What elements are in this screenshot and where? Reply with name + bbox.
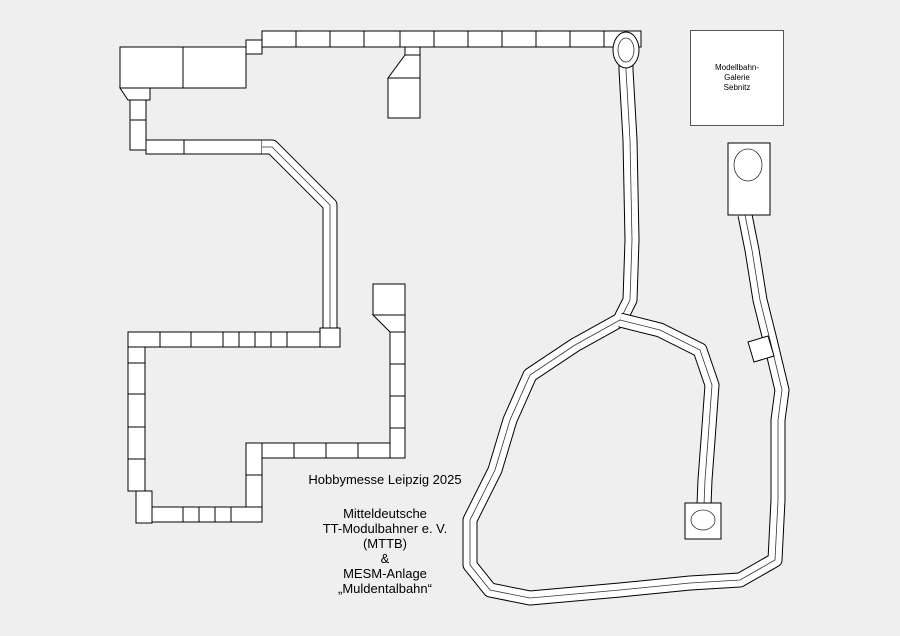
module xyxy=(245,442,263,476)
module xyxy=(389,363,406,397)
module xyxy=(747,335,775,363)
module xyxy=(151,506,184,523)
module xyxy=(182,506,200,523)
module xyxy=(222,331,240,348)
rail-line xyxy=(469,47,783,599)
module xyxy=(254,331,272,348)
module-transition xyxy=(371,314,406,333)
module xyxy=(245,474,263,508)
module xyxy=(389,331,406,365)
club-line: TT-Modulbahner e. V. xyxy=(322,521,448,536)
turning-loop xyxy=(612,31,640,69)
club-names: Mitteldeutsche TT-Modulbahner e. V. (MTT… xyxy=(290,506,480,596)
module xyxy=(129,99,147,121)
module xyxy=(190,331,224,348)
module xyxy=(389,427,406,459)
module xyxy=(261,442,295,459)
module xyxy=(127,393,146,428)
module xyxy=(119,46,184,89)
module xyxy=(245,39,263,55)
module xyxy=(684,502,722,540)
module xyxy=(127,458,146,492)
module xyxy=(129,119,147,151)
module xyxy=(387,77,421,119)
track-module xyxy=(262,140,337,330)
module xyxy=(727,142,771,216)
turning-loop-track xyxy=(690,509,716,531)
module xyxy=(238,331,256,348)
gallery-line: Galerie xyxy=(724,73,750,82)
module xyxy=(357,442,391,459)
module xyxy=(325,442,359,459)
module xyxy=(372,283,406,316)
module xyxy=(363,30,401,48)
club-line: MESM-Anlage xyxy=(343,566,427,581)
module xyxy=(329,30,365,48)
rail-line xyxy=(262,146,331,330)
module xyxy=(159,331,192,348)
module xyxy=(569,30,605,48)
module xyxy=(399,30,435,48)
module xyxy=(230,506,263,523)
gallery-line: Modellbahn- xyxy=(714,63,760,72)
module xyxy=(270,331,288,348)
module xyxy=(261,30,297,48)
module xyxy=(135,490,153,524)
club-line: „Muldentalbahn“ xyxy=(338,581,432,596)
module xyxy=(145,139,185,155)
gallery-line: Sebnitz xyxy=(723,83,751,92)
module xyxy=(127,331,161,348)
module xyxy=(295,30,331,48)
club-line: & xyxy=(380,551,390,566)
module xyxy=(127,362,146,395)
club-line: (MTTB) xyxy=(362,536,408,551)
turning-loop-track xyxy=(733,148,763,182)
module-transition xyxy=(119,87,151,101)
module xyxy=(183,139,263,155)
module-transition xyxy=(387,54,421,79)
module xyxy=(501,30,537,48)
gallery-box: Modellbahn- Galerie Sebnitz xyxy=(690,30,784,126)
module xyxy=(319,327,341,348)
module xyxy=(214,506,232,523)
module xyxy=(182,46,247,89)
module xyxy=(198,506,216,523)
event-title: Hobbymesse Leipzig 2025 xyxy=(308,472,462,487)
module xyxy=(433,30,469,48)
module xyxy=(293,442,327,459)
module xyxy=(535,30,571,48)
module xyxy=(467,30,503,48)
module xyxy=(389,395,406,429)
module xyxy=(127,426,146,460)
rail-line xyxy=(619,319,713,506)
turning-loop-track xyxy=(617,37,635,63)
module xyxy=(286,331,321,348)
club-line: Mitteldeutsche xyxy=(343,506,427,521)
